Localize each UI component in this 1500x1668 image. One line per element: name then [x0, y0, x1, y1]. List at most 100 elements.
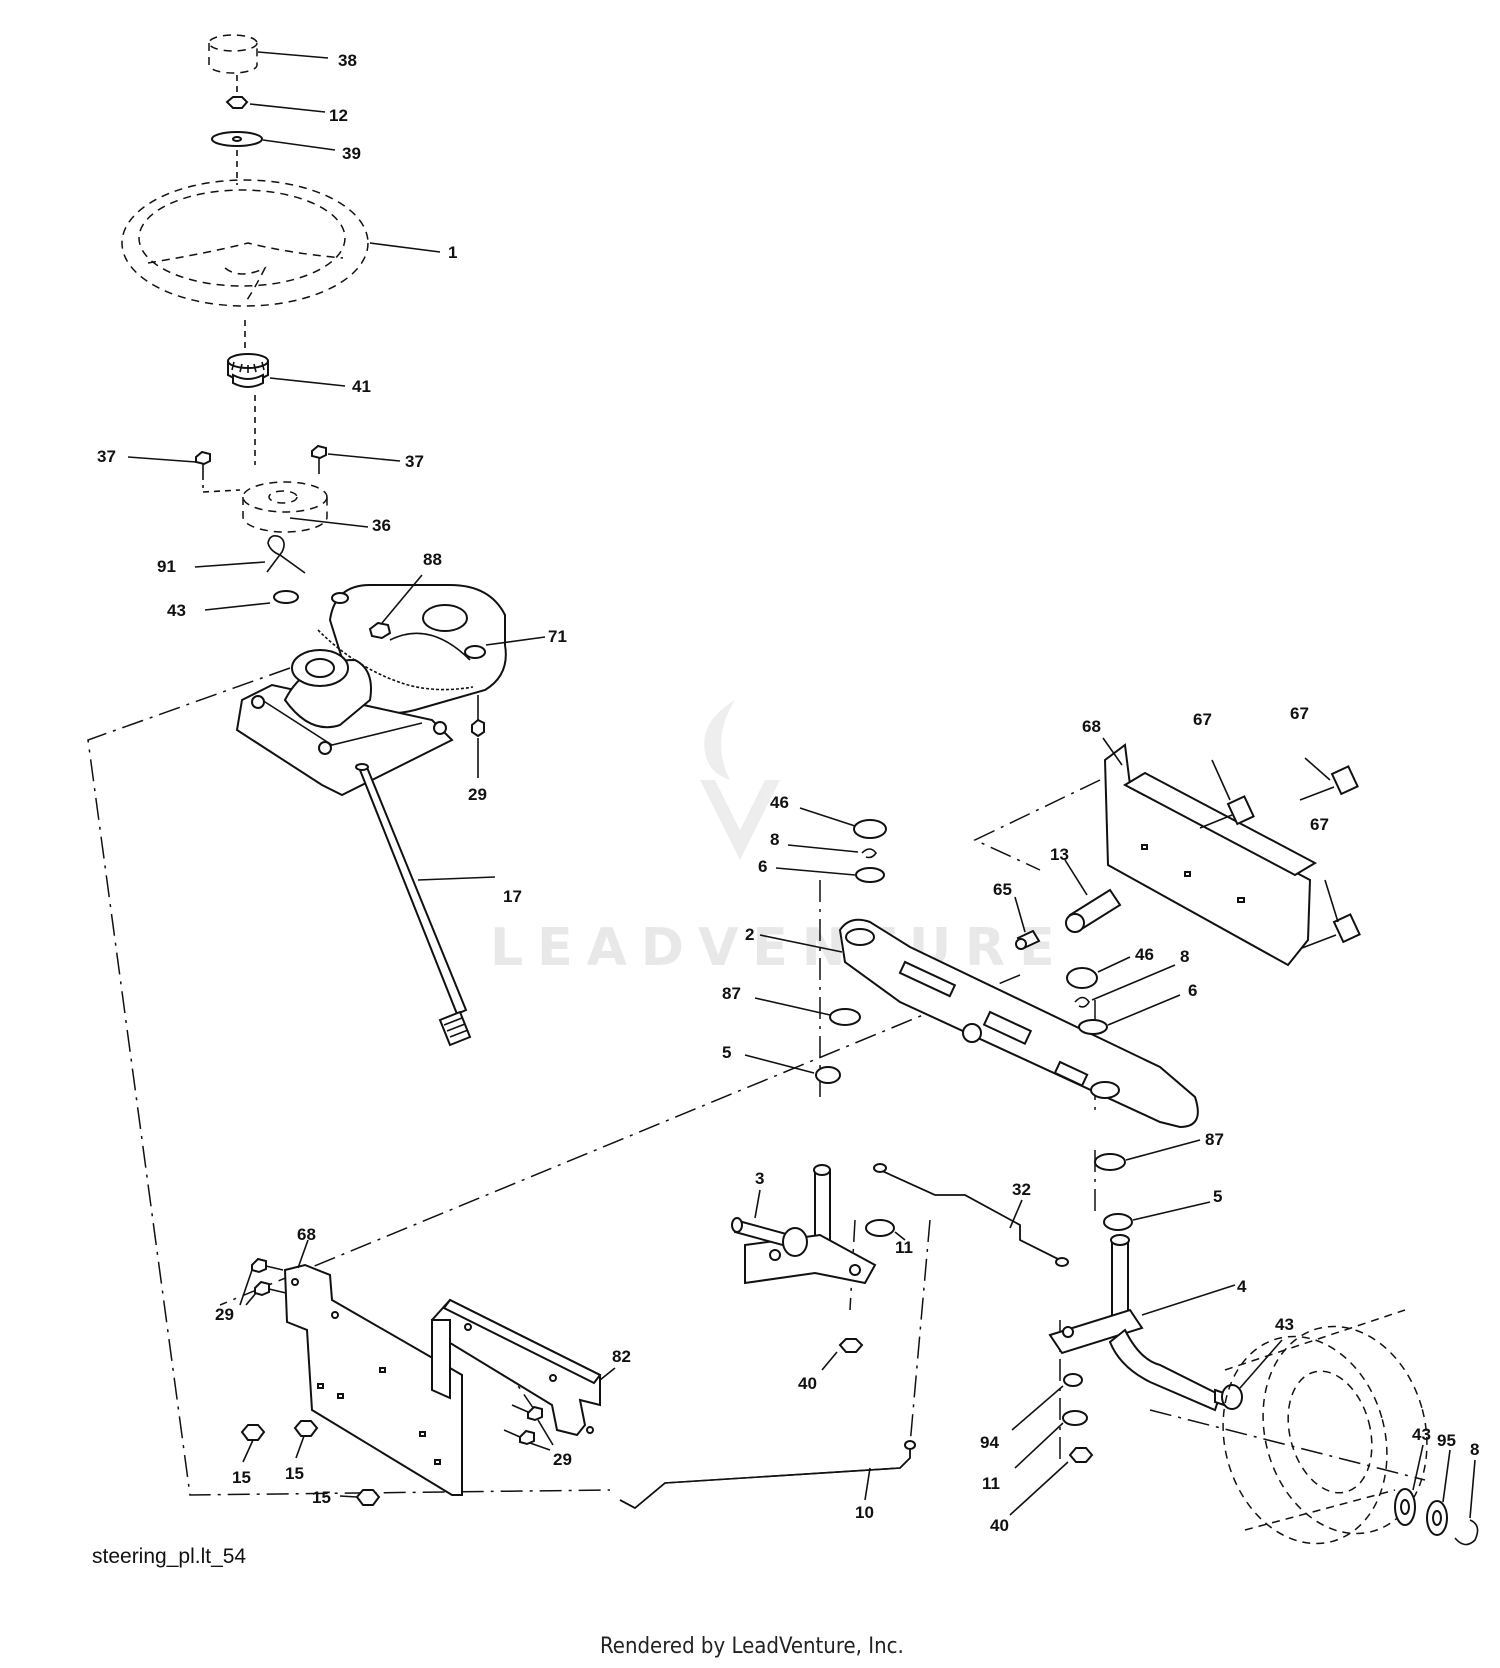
callout-12: 12 — [329, 106, 348, 125]
callout-29-mid: 29 — [553, 1450, 572, 1469]
front-axle-assembly — [731, 737, 1479, 1546]
lower-bracket-assembly — [239, 1239, 916, 1509]
callout-5-right: 5 — [1213, 1187, 1222, 1206]
callout-15-c: 15 — [312, 1488, 331, 1507]
washer-87-left — [829, 1008, 861, 1026]
callout-65: 65 — [993, 880, 1012, 899]
front-wheel — [1222, 1309, 1428, 1545]
washer-43-spindle — [1221, 1384, 1243, 1410]
steering-base-plate — [235, 649, 454, 797]
callout-6-right: 6 — [1188, 981, 1197, 1000]
drag-link-10 — [619, 1440, 916, 1509]
callout-94: 94 — [980, 1433, 999, 1452]
callout-68-lower: 68 — [297, 1225, 316, 1244]
steering-shaft-17 — [355, 763, 472, 1047]
callout-67-b: 67 — [1290, 704, 1309, 723]
callout-29-left: 29 — [215, 1305, 234, 1324]
watermark-text: LEADVENTURE — [490, 918, 1069, 978]
bushing-5-left — [815, 1066, 841, 1084]
cap-46-left — [853, 819, 887, 839]
callout-4: 4 — [1237, 1277, 1247, 1296]
callout-32: 32 — [1012, 1180, 1031, 1199]
bolt-67-c — [1301, 913, 1361, 949]
washer-11-left — [865, 1219, 895, 1237]
bolt-29-left-a — [251, 1257, 284, 1274]
callout-71: 71 — [548, 627, 567, 646]
bolt-29-left-b — [254, 1280, 287, 1297]
steering-column-assembly — [121, 34, 546, 1047]
nut-15-b — [293, 1420, 319, 1437]
callout-11-left: 11 — [895, 1238, 913, 1257]
washer-11-right — [1062, 1410, 1088, 1426]
washer-6-right — [1078, 1019, 1108, 1035]
spacer-13 — [1065, 888, 1122, 933]
callout-8-left: 8 — [770, 830, 779, 849]
bolt-37-left — [195, 450, 211, 490]
callout-91: 91 — [157, 557, 176, 576]
callout-87-right: 87 — [1205, 1130, 1224, 1149]
bolt-88 — [368, 621, 392, 640]
bracket-68-upper — [1103, 743, 1318, 967]
callout-88: 88 — [423, 550, 442, 569]
clip-91 — [266, 535, 306, 574]
pin-65 — [1015, 929, 1041, 950]
callout-43-upper: 43 — [167, 601, 186, 620]
bolt-29-mid-b — [503, 1429, 535, 1446]
cap-38 — [208, 34, 258, 74]
callout-67-a: 67 — [1193, 710, 1212, 729]
nut-12 — [225, 96, 249, 109]
clip-8-hub — [1454, 1519, 1479, 1546]
clip-8-right — [1074, 996, 1090, 1008]
nut-15-c — [355, 1489, 381, 1506]
callout-46-left: 46 — [770, 793, 789, 812]
callout-10: 10 — [855, 1503, 874, 1522]
spindle-4 — [1048, 1234, 1231, 1412]
callout-6-left: 6 — [758, 857, 767, 876]
bolt-37-right — [311, 444, 327, 474]
callout-5-left: 5 — [722, 1043, 731, 1062]
callout-40-right: 40 — [990, 1516, 1009, 1535]
callout-36: 36 — [372, 516, 391, 535]
callout-37-right: 37 — [405, 452, 424, 471]
bolt-29-gear — [471, 695, 485, 738]
assembly-guide-lines — [87, 667, 1426, 1496]
drawing-id-caption: steering_pl.lt_54 — [92, 1545, 246, 1568]
callout-67-c: 67 — [1310, 815, 1329, 834]
bolt-67-b — [1299, 765, 1359, 801]
callout-39: 39 — [342, 144, 361, 163]
callout-29-gear: 29 — [468, 785, 487, 804]
callout-8-right: 8 — [1180, 947, 1189, 966]
callout-87-left: 87 — [722, 984, 741, 1003]
callout-15-a: 15 — [232, 1468, 251, 1487]
cap-46-right — [1066, 967, 1098, 989]
callout-68-upper: 68 — [1082, 717, 1101, 736]
washer-6-left — [855, 867, 885, 883]
callout-37-left: 37 — [97, 447, 116, 466]
tie-rod-32 — [873, 1163, 1069, 1267]
callout-82: 82 — [612, 1347, 631, 1366]
callout-43-spindle: 43 — [1275, 1315, 1294, 1334]
steering-gear-71 — [317, 584, 507, 715]
bushing-36 — [242, 481, 328, 533]
callout-40-left: 40 — [798, 1374, 817, 1393]
callout-labels: 38 12 39 1 41 37 37 36 91 88 43 71 29 17… — [97, 51, 1479, 1535]
rendered-by-footer: Rendered by LeadVenture, Inc. — [600, 1634, 904, 1659]
callout-13: 13 — [1050, 845, 1069, 864]
callout-95: 95 — [1437, 1431, 1456, 1450]
nut-40-right — [1068, 1447, 1094, 1463]
spindle-3 — [731, 1164, 877, 1285]
callout-46-right: 46 — [1135, 945, 1154, 964]
callout-43-hub: 43 — [1412, 1425, 1431, 1444]
steering-wheel-1 — [121, 179, 369, 307]
callout-41: 41 — [352, 377, 371, 396]
bolt-67-a — [1199, 795, 1255, 829]
front-axle-2 — [838, 918, 1199, 1129]
clip-8-left — [861, 848, 877, 859]
callout-11-right: 11 — [982, 1474, 1000, 1493]
callout-8-hub: 8 — [1470, 1440, 1479, 1459]
adapter-41 — [227, 353, 269, 388]
leadventure-watermark: LEADVENTURE — [490, 700, 1069, 978]
callout-2: 2 — [745, 925, 754, 944]
callout-15-b: 15 — [285, 1464, 304, 1483]
